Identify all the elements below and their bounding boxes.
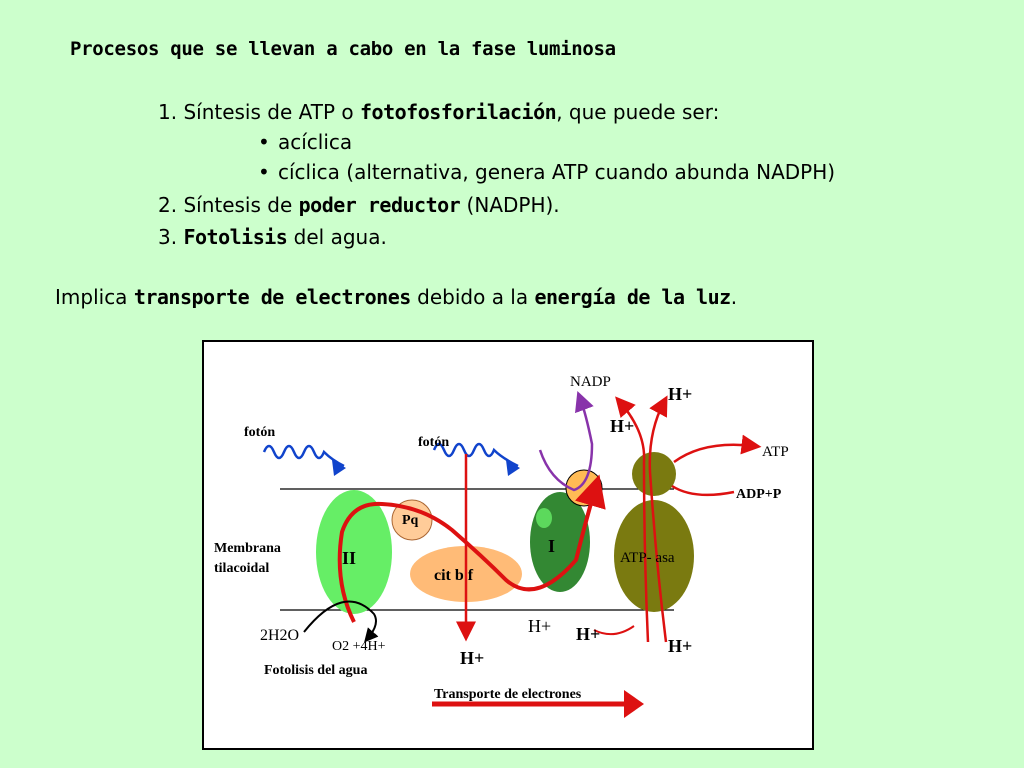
foton-left-label: fotón [244, 425, 275, 440]
item1-bold: fotofosforilación [359, 100, 557, 124]
water-splitting-arrow-icon [303, 600, 379, 643]
h-plus-label-2: H+ [610, 416, 634, 436]
page-title: Procesos que se llevan a cabo en la fase… [70, 38, 616, 60]
summary-bold-energy: energía de la luz [534, 285, 731, 309]
summary-line: Implica transporte de electrones debido … [55, 285, 737, 309]
sub2-text: cíclica (alternativa, genera ATP cuando … [278, 160, 836, 184]
item2-suffix: (NADPH). [460, 193, 560, 217]
ps2-label: II [342, 548, 356, 568]
membrana-label-2: tilacoidal [214, 561, 269, 576]
cit-bf-label: cit b f [434, 567, 474, 584]
membrana-label-1: Membrana [214, 541, 281, 556]
h2o-label: 2H2O [260, 627, 299, 644]
nadp-label: NADP [570, 374, 611, 390]
adp-in-arrow-icon [671, 484, 735, 497]
h-plus-label-6: H+ [668, 636, 692, 656]
item1-prefix: 1. Síntesis de ATP o [158, 100, 360, 124]
electron-path-arrow-icon [337, 474, 606, 623]
photon-left-wave-icon [262, 444, 345, 468]
sub1-text: acíclica [278, 130, 353, 154]
adp-p-label: ADP+P [736, 487, 782, 502]
h-plus-label-5: H+ [576, 624, 600, 644]
item3-prefix: 3. [158, 225, 184, 249]
atp-out-arrow-icon [673, 434, 762, 464]
photosystem-ii [316, 490, 392, 614]
photon-mid-wave-icon [432, 442, 519, 468]
list-item-poder-reductor: 2. Síntesis de poder reductor (NADPH). [158, 193, 560, 217]
summary-bold-transport: transporte de electrones [133, 285, 411, 309]
foton-mid-label: fotón [418, 435, 449, 450]
plastoquinone [391, 499, 433, 541]
h-plus-label-4: H+ [528, 616, 551, 636]
proton-curve-arrow-icon [593, 625, 635, 636]
list-item-atp-synthesis: 1. Síntesis de ATP o fotofosforilación, … [158, 100, 719, 124]
summary-middle: debido a la [410, 285, 535, 309]
transport-arrowhead-icon [624, 690, 644, 718]
item3-suffix: del agua. [287, 225, 387, 249]
bullet-icon: • [258, 160, 270, 184]
atpasa-label: ATP- asa [620, 550, 675, 566]
atp-synthase-head [632, 452, 676, 496]
transporte-label: Transporte de electrones [434, 687, 582, 702]
bullet-icon: • [258, 130, 270, 154]
photon-left-arrowhead-icon [332, 460, 346, 476]
diagram-svg: fotón fotón NADP H+ H+ ATP ADP+P Pq II I… [214, 374, 789, 718]
photon-mid-arrowhead-icon [506, 460, 520, 476]
h-plus-label-3: H+ [460, 648, 484, 668]
summary-suffix: . [730, 285, 738, 309]
list-subitem-aciclica: • acíclica [258, 130, 352, 154]
photosystem-i-highlight [536, 508, 552, 528]
summary-prefix: Implica [55, 285, 134, 309]
atp-synthase-body [614, 500, 694, 612]
item3-bold: Fotolisis [183, 225, 288, 249]
atpasa-proton-arrow-2-icon [615, 396, 650, 643]
item1-suffix: , que puede ser: [556, 100, 720, 124]
pq-label: Pq [402, 513, 419, 528]
item2-bold: poder reductor [298, 193, 461, 217]
item2-prefix: 2. Síntesis de [158, 193, 299, 217]
atp-label: ATP [762, 444, 789, 460]
fotolisis-label: Fotolisis del agua [264, 663, 367, 678]
list-subitem-ciclica: • cíclica (alternativa, genera ATP cuando… [258, 160, 835, 184]
atpasa-proton-arrow-1-icon [648, 395, 668, 643]
o2-label: O2 +4H+ [332, 639, 386, 654]
list-item-fotolisis: 3. Fotolisis del agua. [158, 225, 387, 249]
ps1-label: I [548, 536, 555, 556]
thylakoid-diagram: fotón fotón NADP H+ H+ ATP ADP+P Pq II I… [202, 340, 814, 750]
h-plus-label-1: H+ [668, 384, 692, 404]
